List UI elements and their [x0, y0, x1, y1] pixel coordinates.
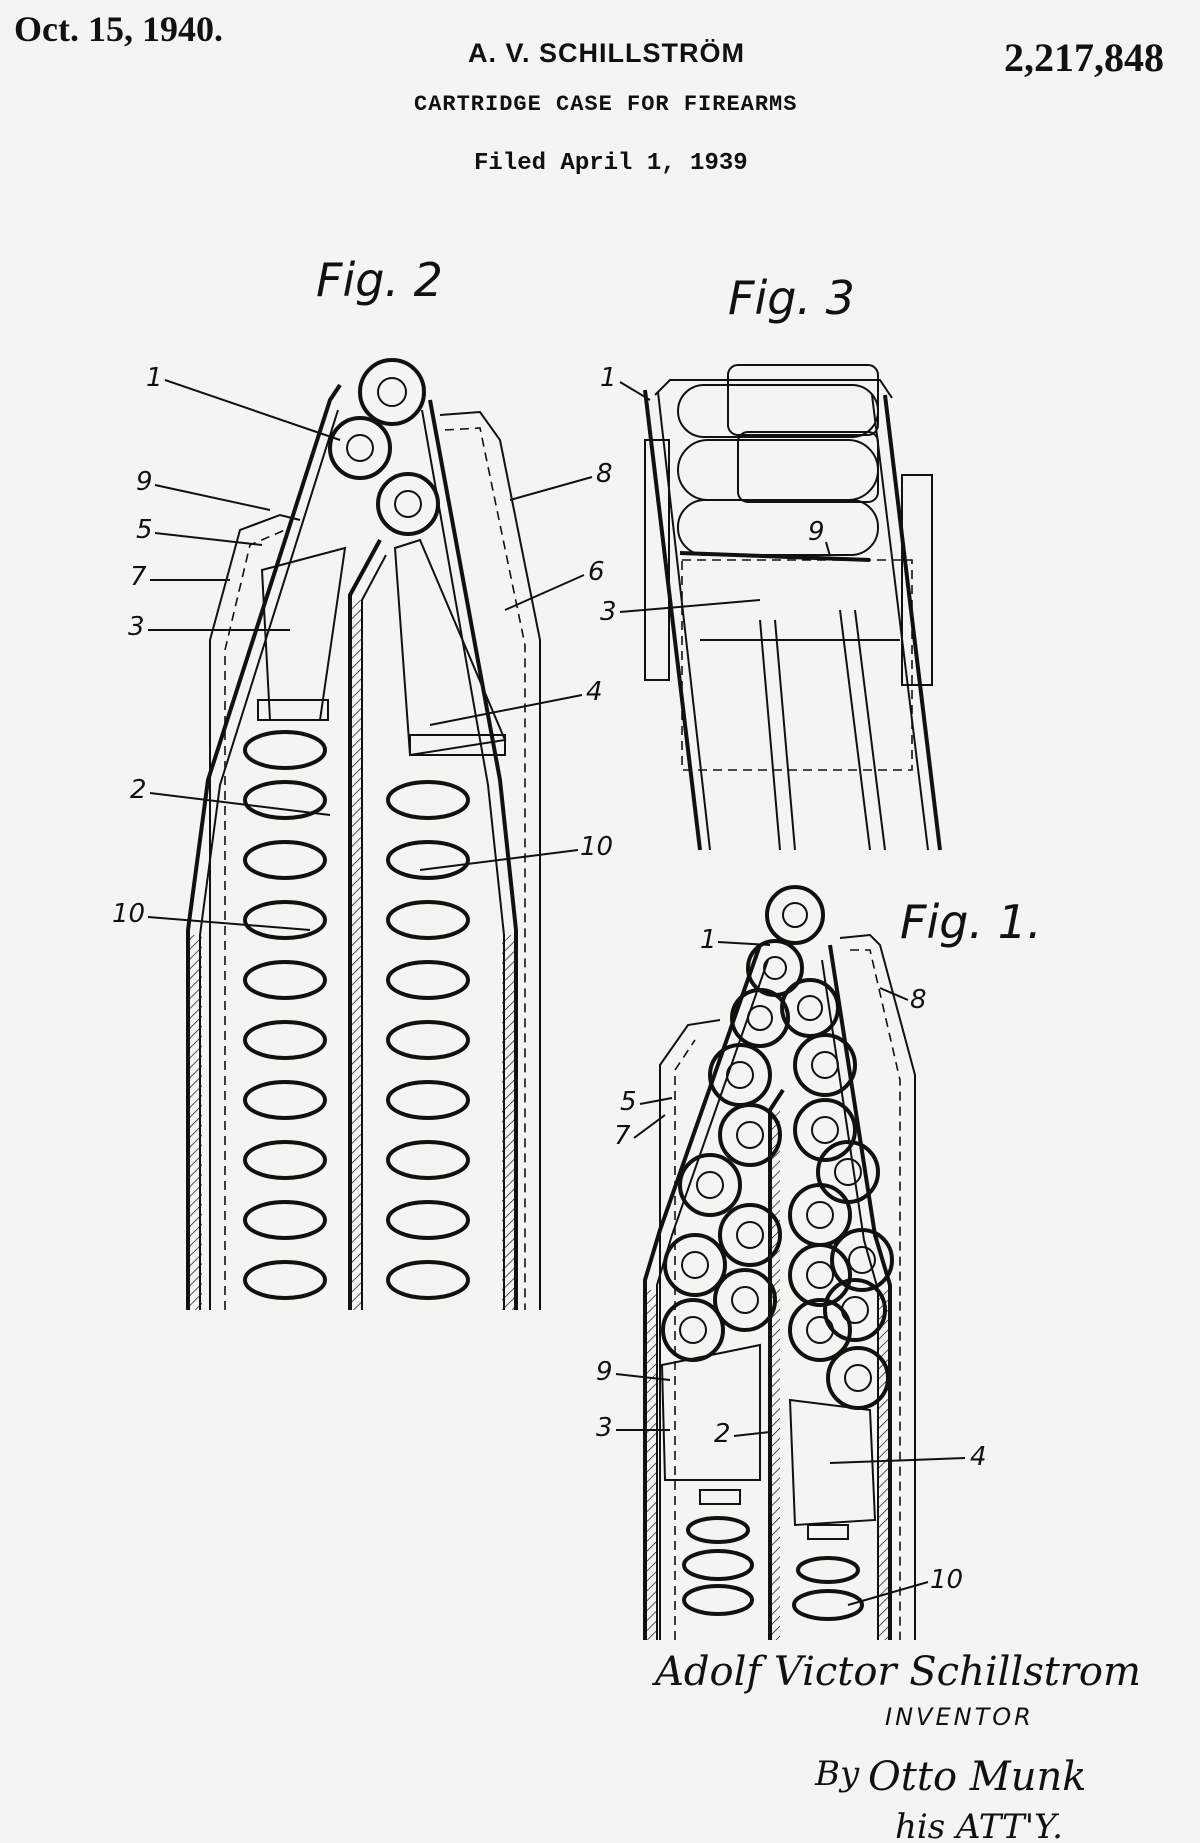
- fig1-reference-numerals: 1 8 5 7 9 3 2 4 10: [596, 925, 987, 1606]
- attorney-caption: his ATT'Y.: [895, 1807, 1063, 1843]
- figure-1: Fig. 1.: [596, 885, 1042, 1640]
- signature-block: Adolf Victor Schillstrom INVENTOR By Ott…: [651, 1649, 1141, 1843]
- svg-text:1: 1: [600, 363, 617, 393]
- fig1-cartridges: [661, 885, 894, 1410]
- inventor-signature: Adolf Victor Schillstrom: [651, 1649, 1141, 1695]
- svg-text:3: 3: [600, 597, 617, 627]
- fig2-spring-right: [386, 780, 470, 1300]
- fig2-label: Fig. 2: [316, 253, 443, 307]
- svg-text:9: 9: [136, 467, 153, 497]
- fig3-reference-numerals: 1 9 3: [600, 363, 831, 627]
- fig1-label: Fig. 1.: [900, 895, 1042, 949]
- svg-text:5: 5: [136, 515, 153, 545]
- svg-text:1: 1: [700, 925, 717, 955]
- svg-text:2: 2: [714, 1419, 731, 1449]
- inventor-name: A. V. SCHILLSTRÖM: [468, 38, 746, 68]
- fig3-label: Fig. 3: [728, 271, 855, 325]
- patent-number: 2,217,848: [1004, 35, 1164, 80]
- fig2-spring-left: [243, 730, 327, 1300]
- fig3-right-plate: [901, 474, 933, 686]
- svg-text:7: 7: [130, 562, 147, 592]
- patent-title: CARTRIDGE CASE FOR FIREARMS: [414, 92, 798, 117]
- fig1-casing-8: [839, 933, 916, 1640]
- fig1-springs: [682, 1516, 864, 1621]
- svg-text:3: 3: [128, 612, 145, 642]
- filed-date: Filed April 1, 1939: [474, 150, 748, 177]
- fig3-left-plate: [644, 439, 670, 681]
- fig3-cartridges: [677, 364, 879, 556]
- fig1-follower-3: [660, 1343, 761, 1481]
- patent-date: Oct. 15, 1940.: [14, 9, 223, 49]
- fig2-cartridges: [328, 358, 440, 536]
- svg-text:1: 1: [146, 363, 163, 393]
- attorney-signature: Otto Munk: [868, 1754, 1086, 1800]
- svg-text:5: 5: [620, 1087, 637, 1117]
- svg-text:8: 8: [596, 459, 613, 489]
- svg-text:6: 6: [588, 557, 605, 587]
- fig3-follower-9: [679, 551, 871, 562]
- svg-text:4: 4: [970, 1442, 987, 1472]
- svg-text:9: 9: [596, 1357, 613, 1387]
- fig2-casing-8: [439, 410, 541, 1310]
- svg-text:3: 3: [596, 1413, 613, 1443]
- fig2-reference-numerals: 1 9 5 7 3 2 10 8 6 4 10: [112, 363, 613, 931]
- svg-text:7: 7: [614, 1121, 631, 1151]
- figure-3: Fig. 3: [600, 271, 942, 851]
- inventor-caption: INVENTOR: [885, 1703, 1034, 1731]
- svg-text:10: 10: [112, 899, 145, 929]
- svg-text:9: 9: [808, 517, 825, 547]
- svg-text:10: 10: [580, 832, 613, 862]
- figure-2: Fig. 2: [112, 253, 613, 1310]
- svg-text:2: 2: [130, 775, 147, 805]
- svg-text:8: 8: [910, 985, 927, 1015]
- svg-text:4: 4: [586, 677, 603, 707]
- fig1-follower-4: [788, 1398, 877, 1527]
- svg-text:10: 10: [930, 1565, 963, 1595]
- by-label: By: [814, 1754, 860, 1794]
